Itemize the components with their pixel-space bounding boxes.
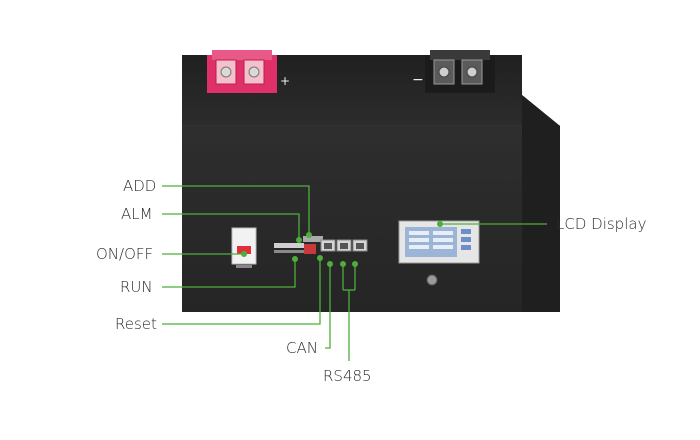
led-row (274, 243, 304, 253)
callout-onoff: ON/OFF (96, 245, 154, 263)
right-bevel (522, 95, 560, 312)
callout-alm: ALM (121, 205, 153, 223)
positive-sign: + (280, 74, 291, 88)
negative-terminal (425, 50, 495, 93)
negative-sign: − (412, 72, 424, 88)
onoff-breaker[interactable] (231, 227, 257, 268)
callout-reset: Reset (115, 315, 157, 333)
positive-terminal (207, 50, 277, 93)
panel-screw (426, 274, 438, 286)
callout-lcd: LCD Display (556, 215, 647, 233)
callout-dots (241, 221, 443, 267)
callout-lines (162, 185, 547, 361)
comm-ports[interactable] (320, 239, 368, 252)
reset-button[interactable] (304, 244, 316, 254)
callout-can: CAN (286, 339, 318, 357)
add-dip-switch[interactable] (303, 236, 323, 242)
callout-rs485: RS485 (323, 367, 372, 385)
front-panel (182, 126, 522, 312)
lcd-display (398, 220, 480, 264)
callout-add: ADD (123, 177, 157, 195)
callout-run: RUN (120, 278, 153, 296)
